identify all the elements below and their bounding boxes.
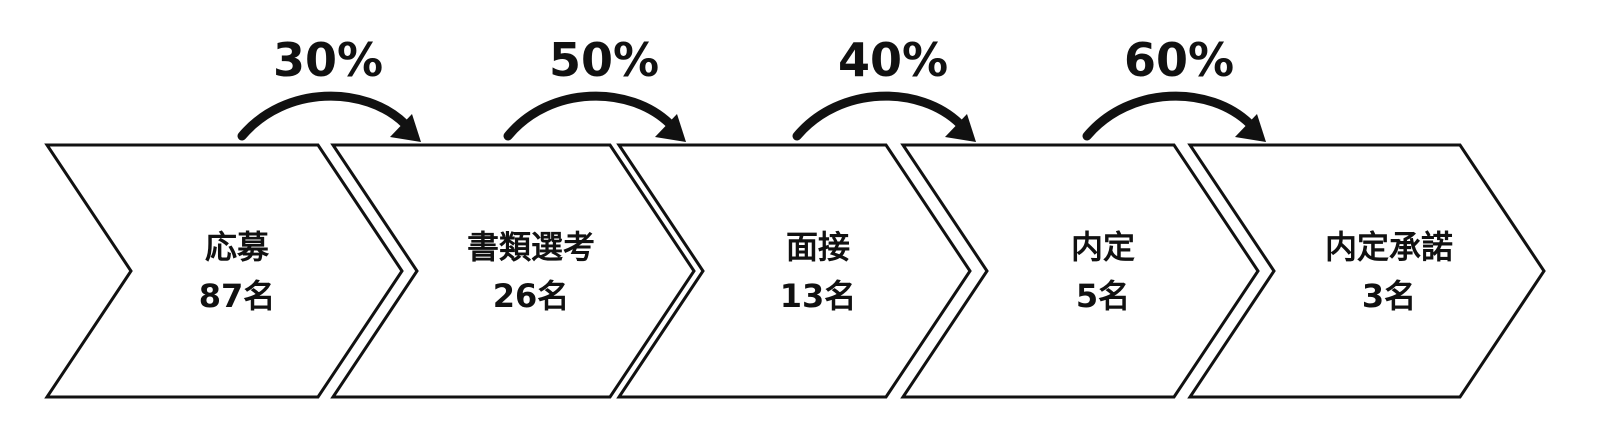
stage-3-chevron [616, 143, 972, 399]
stage-3: 面接 13名 [616, 143, 972, 399]
conversion-4-rate: 60% [1124, 33, 1234, 87]
stage-4: 内定 5名 [900, 143, 1260, 399]
conversion-4-curve-arrow [1082, 91, 1255, 141]
conversion-4: 60% [1082, 33, 1266, 142]
conversion-1-curve-arrow [237, 91, 410, 141]
stage-2: 書類選考 26名 [330, 143, 696, 399]
stage-2-chevron [330, 143, 696, 399]
conversion-3-rate: 40% [838, 33, 948, 87]
conversion-3: 40% [792, 33, 976, 142]
stage-3-count: 13名 [780, 277, 857, 315]
conversion-2-rate: 50% [549, 33, 659, 87]
conversion-1-rate: 30% [273, 33, 383, 87]
stage-4-count: 5名 [1076, 277, 1130, 315]
stage-1: 応募 87名 [44, 143, 404, 399]
stage-1-chevron [44, 143, 404, 399]
stage-5-count: 3名 [1362, 277, 1416, 315]
stage-4-chevron [900, 143, 1260, 399]
conversion-2-curve-arrow [503, 91, 675, 141]
conversion-3-curve-arrow [792, 91, 965, 141]
stage-5-name: 内定承諾 [1325, 228, 1453, 266]
conversion-4-arrowhead-icon [1235, 114, 1266, 142]
conversion-1-arrowhead-icon [390, 114, 421, 142]
stage-5-chevron [1187, 143, 1546, 399]
stage-2-name: 書類選考 [467, 228, 595, 266]
conversion-2-arrowhead-icon [655, 114, 686, 142]
stage-4-name: 内定 [1071, 228, 1135, 266]
stage-2-count: 26名 [493, 277, 570, 315]
stage-1-count: 87名 [199, 277, 276, 315]
stage-1-name: 応募 [205, 228, 270, 266]
conversion-2: 50% [503, 33, 686, 142]
stage-5: 内定承諾 3名 [1187, 143, 1546, 399]
conversion-3-arrowhead-icon [945, 114, 976, 142]
stage-3-name: 面接 [786, 228, 850, 266]
conversion-1: 30% [237, 33, 421, 142]
